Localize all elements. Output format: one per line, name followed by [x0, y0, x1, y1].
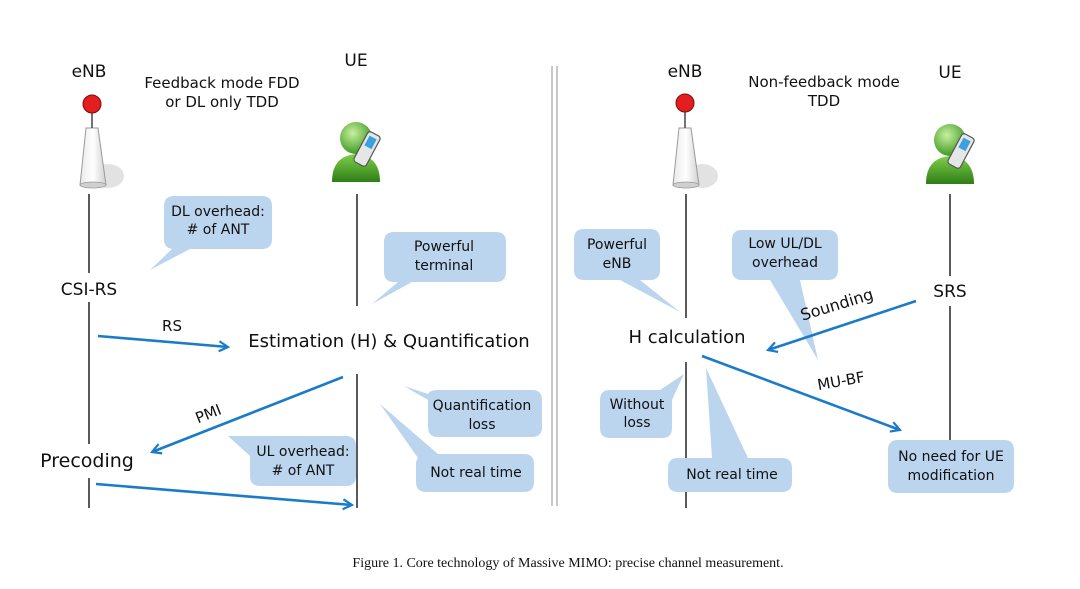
quantification-loss-line1: Quantification: [433, 398, 532, 414]
callout-no-need-ue-mod: No need for UE modification: [888, 440, 1014, 493]
rs-arrow: [97, 334, 228, 347]
ul-overhead-line1: UL overhead:: [256, 444, 349, 460]
no-need-line2: modification: [908, 468, 995, 484]
not-real-time-right-text: Not real time: [686, 467, 778, 483]
callout-without-loss: Without loss: [600, 374, 684, 438]
figure-caption: Figure 1. Core technology of Massive MIM…: [352, 556, 783, 571]
not-real-time-left-text: Not real time: [430, 465, 522, 481]
low-overhead-line2: overhead: [752, 255, 818, 271]
dl-overhead-line2: # of ANT: [187, 222, 250, 238]
callout-low-overhead: Low UL/DL overhead: [732, 230, 838, 360]
callout-powerful-enb: Powerful eNB: [574, 229, 680, 312]
callout-not-real-time-left: Not real time: [380, 404, 534, 492]
powerful-enb-line2: eNB: [603, 256, 632, 272]
mobile-user-icon: [926, 124, 975, 184]
powerful-terminal-line2: terminal: [415, 258, 473, 274]
right-ue-label: UE: [938, 63, 961, 83]
without-loss-line2: loss: [623, 415, 650, 431]
callout-ul-overhead: UL overhead: # of ANT: [228, 436, 356, 486]
antenna-tower-icon: [79, 94, 124, 189]
without-loss-line1: Without: [610, 397, 665, 413]
srs-label: SRS: [933, 282, 966, 302]
dl-overhead-line1: DL overhead:: [171, 204, 265, 220]
low-overhead-line1: Low UL/DL: [748, 236, 822, 252]
right-panel: eNB UE Non-feedback mode TDD Powerful: [574, 62, 1014, 508]
callout-powerful-terminal: Powerful terminal: [372, 232, 506, 304]
left-enb-label: eNB: [72, 62, 107, 82]
csi-rs-label: CSI-RS: [61, 280, 117, 300]
right-mode-line2: TDD: [807, 92, 840, 110]
pmi-arrow-label: PMI: [193, 401, 224, 428]
precoding-label: Precoding: [40, 450, 134, 472]
quantification-loss-line2: loss: [468, 417, 495, 433]
left-mode-line1: Feedback mode FDD: [144, 74, 299, 92]
callout-quantification-loss: Quantification loss: [404, 386, 542, 437]
ul-overhead-line2: # of ANT: [272, 463, 335, 479]
left-mode-line2: or DL only TDD: [165, 93, 279, 111]
callout-dl-overhead: DL overhead: # of ANT: [150, 196, 272, 270]
precoded-data-arrow: [95, 482, 352, 505]
rs-arrow-label: RS: [162, 317, 182, 335]
mubf-arrow-label: MU-BF: [816, 368, 866, 394]
estimation-label: Estimation (H) & Quantification: [248, 331, 529, 352]
antenna-tower-icon: [672, 93, 718, 189]
pmi-arrow: [152, 375, 344, 452]
mobile-user-icon: [332, 122, 381, 182]
powerful-terminal-line1: Powerful: [414, 239, 474, 255]
callout-not-real-time-right: Not real time: [668, 368, 792, 492]
h-calculation-label: H calculation: [629, 327, 746, 348]
powerful-enb-line1: Powerful: [587, 237, 647, 253]
right-mode-line1: Non-feedback mode: [748, 73, 900, 91]
mubf-arrow: [701, 354, 900, 430]
sounding-arrow: [768, 299, 917, 350]
no-need-line1: No need for UE: [898, 449, 1004, 465]
left-ue-label: UE: [344, 51, 367, 71]
left-panel: eNB UE Feedback mode FDD or DL only TDD: [40, 51, 542, 508]
right-enb-label: eNB: [668, 62, 703, 82]
